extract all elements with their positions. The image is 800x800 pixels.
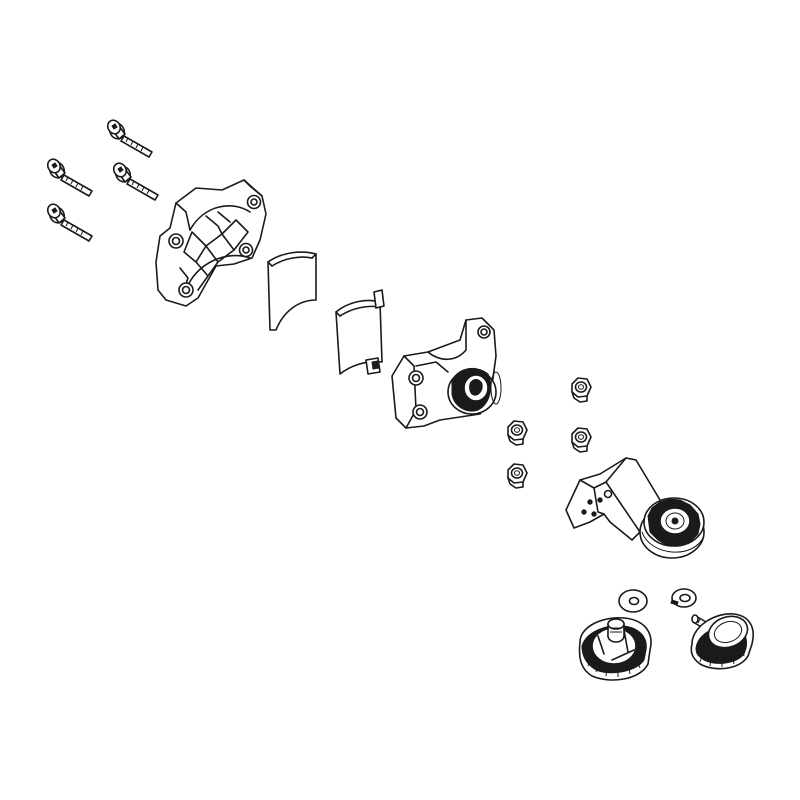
spring-washer: [670, 588, 697, 608]
l-bracket-with-rosette: [565, 457, 705, 559]
knurled-knob-nut: [578, 617, 652, 681]
front-clamp-half-with-rosette: [391, 317, 502, 429]
knurled-thumb-screw: [690, 613, 754, 670]
rubber-shim-thin: [267, 251, 317, 331]
hex-lock-nut: [507, 463, 528, 489]
rear-clamp-half: [155, 179, 267, 307]
hex-lock-nut: [571, 427, 592, 453]
rubber-shim-thick: [335, 289, 385, 375]
socket-head-screw: [106, 119, 153, 158]
flat-washer: [618, 589, 648, 613]
socket-head-screw: [112, 162, 159, 201]
hex-lock-nut: [507, 420, 528, 446]
socket-head-screw: [46, 158, 93, 197]
socket-head-screw: [46, 203, 93, 242]
hex-lock-nut: [571, 377, 592, 403]
